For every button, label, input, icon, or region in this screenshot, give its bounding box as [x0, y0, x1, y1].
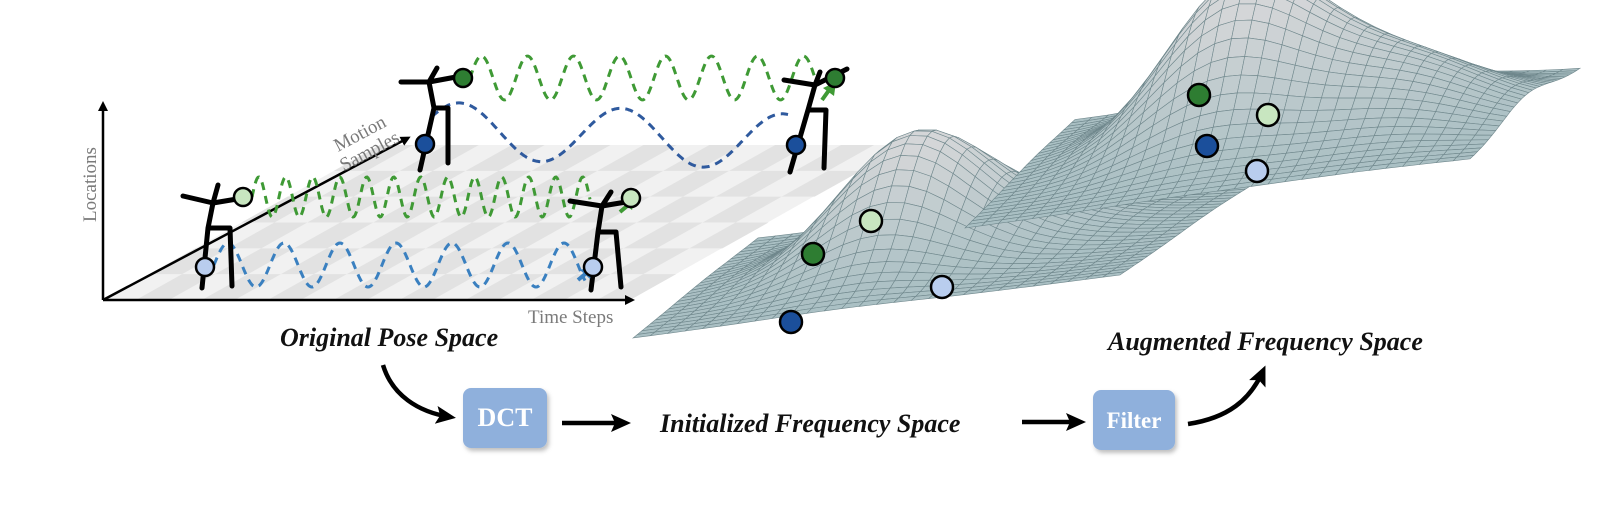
joint-dot-light-green [232, 186, 254, 208]
mesh-dot-dark-green [1186, 82, 1212, 108]
stick-figure [398, 65, 459, 173]
original-pose-space-label: Original Pose Space [280, 323, 498, 352]
green-wave-lower [250, 175, 592, 219]
joint-dot-dark-blue [785, 134, 807, 156]
stick-figure [567, 189, 629, 293]
joint-dot-dark-green [452, 67, 474, 89]
pipeline-arrows [380, 364, 1266, 432]
joint-dot-dark-green [824, 67, 846, 89]
joint-dot-dark-blue [414, 133, 436, 155]
green-wave-upper [468, 54, 817, 102]
mesh-dot-dark-blue [1194, 133, 1220, 159]
mesh-dot-dark-blue [778, 309, 804, 335]
mesh-dot-light-green [858, 208, 884, 234]
curved-arrow-to-dct [380, 364, 456, 424]
initialized-frequency-mesh [631, 129, 1251, 339]
augmented-frequency-mesh [964, 0, 1582, 229]
mesh-dot-dark-green [800, 241, 826, 267]
joint-dot-light-blue [194, 256, 216, 278]
x-axis-label: Time Steps [528, 307, 613, 328]
motion-waves [212, 54, 817, 289]
filter-box-label: Filter [1107, 408, 1162, 433]
mesh-dot-light-green [1255, 102, 1281, 128]
pose-joint-dots [194, 67, 846, 278]
mesh-dot-light-blue [1244, 158, 1270, 184]
curved-arrow-to-augmented [1187, 365, 1266, 427]
blue-wave-lower [212, 241, 587, 289]
dct-box: DCT [463, 388, 547, 448]
joint-dot-light-green [620, 187, 642, 209]
initialized-frequency-space-label: Initialized Frequency Space [659, 409, 960, 438]
y-axis-label: Locations [80, 147, 101, 222]
samples-axis-arrow [102, 136, 411, 302]
augmented-frequency-space-label: Augmented Frequency Space [1106, 327, 1423, 356]
blue-wave-upper [430, 101, 789, 169]
filter-box: Filter [1093, 390, 1175, 450]
dct-box-label: DCT [478, 403, 533, 432]
stick-figure [180, 182, 240, 291]
joint-dot-light-blue [582, 256, 604, 278]
mesh-dot-light-blue [929, 274, 955, 300]
